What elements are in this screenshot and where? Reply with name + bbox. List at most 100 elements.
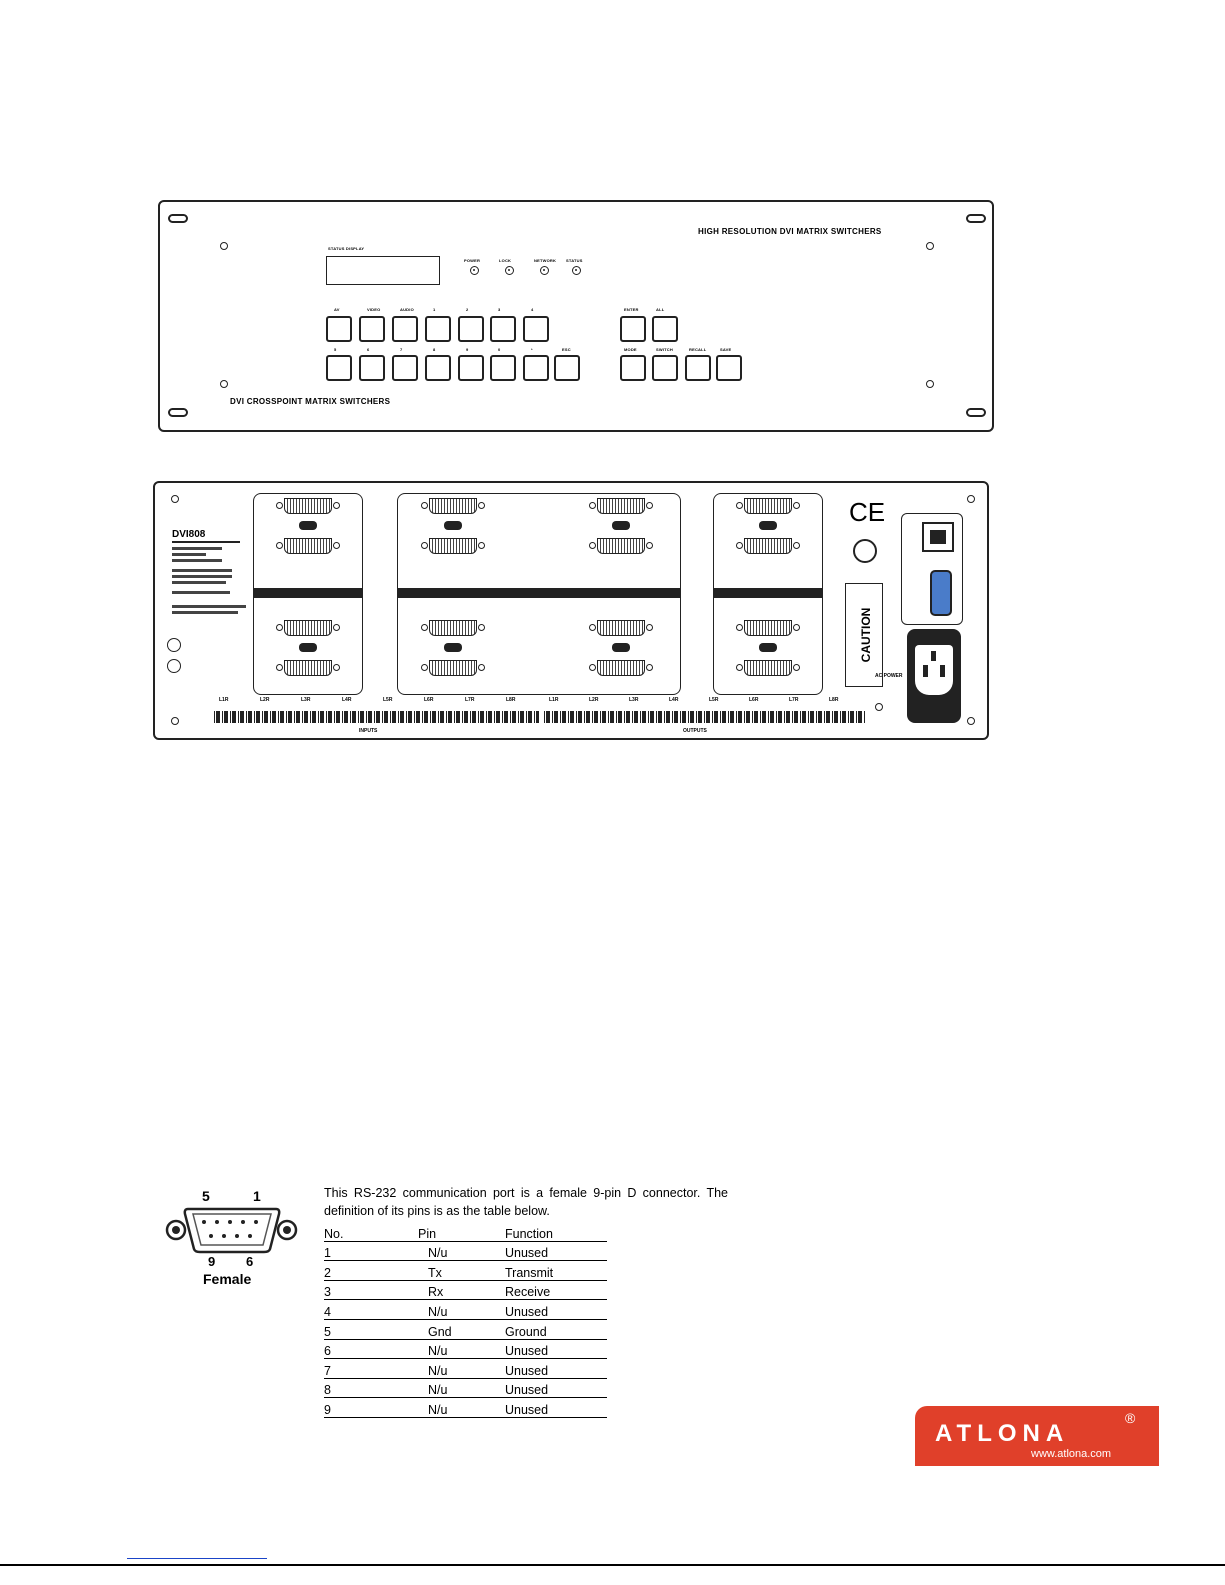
dvi-port-icon: [589, 619, 653, 637]
spec-line: [172, 581, 226, 584]
button-label: 8: [433, 347, 436, 352]
group-label-bar: [253, 588, 363, 598]
button-label: 6: [367, 347, 370, 352]
port-body: [744, 538, 792, 554]
terminal-label: L6R: [424, 697, 434, 703]
pin-name: Gnd: [418, 1319, 505, 1340]
terminal-label: L8R: [506, 697, 516, 703]
keypad-button: [326, 355, 352, 381]
pin-number: 5: [324, 1319, 418, 1340]
dvi-port-icon: [276, 659, 340, 677]
button-label: *: [531, 347, 533, 352]
pin-function: Unused: [505, 1339, 607, 1360]
screw-ear: [793, 624, 800, 631]
spec-line: [172, 547, 222, 550]
pin-name: N/u: [418, 1299, 505, 1320]
certification-icon: [167, 659, 181, 673]
screw-ear: [478, 664, 485, 671]
terminal-label: L2R: [589, 697, 599, 703]
screw-ear: [333, 624, 340, 631]
screw-ear: [478, 542, 485, 549]
button-label: 1: [433, 307, 436, 312]
pin-name: Tx: [418, 1260, 505, 1281]
keypad-button: [392, 316, 418, 342]
screw-ear: [793, 502, 800, 509]
screw: [926, 242, 934, 250]
keypad-button: [392, 355, 418, 381]
button-label: 0: [498, 347, 501, 352]
rack-slot: [168, 214, 188, 223]
logo-brand: ATLONA: [935, 1420, 1070, 1447]
pin-number: 2: [324, 1260, 418, 1281]
function-button: [620, 316, 646, 342]
keypad-button: [554, 355, 580, 381]
port-indicator: [444, 521, 462, 530]
keypad-button: [490, 316, 516, 342]
pin-function: Unused: [505, 1241, 607, 1262]
dvi-port-icon: [589, 659, 653, 677]
dvi-port-icon: [736, 619, 800, 637]
pin-function: Unused: [505, 1299, 607, 1320]
rack-slot: [168, 408, 188, 417]
table-header-row: No. Pin Function: [324, 1222, 607, 1242]
pin-function: Unused: [505, 1358, 607, 1379]
keypad-button: [425, 355, 451, 381]
port-body: [284, 620, 332, 636]
screw-ear: [736, 542, 743, 549]
column-header: No.: [324, 1222, 418, 1242]
screw-ear: [646, 502, 653, 509]
button-label: SWITCH: [656, 347, 673, 352]
inputs-label: INPUTS: [359, 728, 378, 734]
pin-number: 8: [324, 1378, 418, 1399]
group-label-bar: [397, 588, 681, 598]
logo-url: www.atlona.com: [1031, 1448, 1112, 1460]
keypad-button: [326, 316, 352, 342]
screw-ear: [421, 664, 428, 671]
rs232-description: This RS-232 communication port is a fema…: [324, 1186, 728, 1218]
rack-slot: [966, 408, 986, 417]
power-label: AC POWER: [875, 673, 903, 679]
dvi-port-icon: [589, 537, 653, 555]
pin-number: 1: [324, 1241, 418, 1262]
button-label: ALL: [656, 307, 665, 312]
dvi-port-icon: [276, 537, 340, 555]
pin-function: Receive: [505, 1280, 607, 1301]
button-label: 9: [466, 347, 469, 352]
logo-registered-mark: ®: [1125, 1410, 1136, 1426]
pin-label-5: 5: [202, 1188, 210, 1204]
keypad-button: [523, 355, 549, 381]
port-body: [429, 498, 477, 514]
button-label: MODE: [624, 347, 637, 352]
power-socket-icon: [907, 629, 961, 723]
spec-line: [172, 575, 232, 578]
pin-function: Transmit: [505, 1260, 607, 1281]
spec-line: [172, 553, 206, 556]
dvi-port-icon: [736, 497, 800, 515]
port-body: [597, 660, 645, 676]
column-header: Pin: [418, 1222, 505, 1242]
spec-line: [172, 559, 222, 562]
dvi-port-icon: [276, 497, 340, 515]
port-indicator: [444, 643, 462, 652]
port-indicator: [759, 643, 777, 652]
pin-number: 7: [324, 1358, 418, 1379]
port-body: [597, 498, 645, 514]
port-indicator: [299, 643, 317, 652]
screw-ear: [276, 502, 283, 509]
port-body: [429, 538, 477, 554]
pin-name: N/u: [418, 1378, 505, 1399]
rear-model-label: DVI808: [172, 529, 206, 540]
screw: [171, 717, 179, 725]
button-label: 5: [334, 347, 337, 352]
pin-name: N/u: [418, 1339, 505, 1360]
output-terminal-strip: [543, 711, 865, 723]
screw: [967, 717, 975, 725]
screw-ear: [736, 624, 743, 631]
screw-ear: [646, 624, 653, 631]
